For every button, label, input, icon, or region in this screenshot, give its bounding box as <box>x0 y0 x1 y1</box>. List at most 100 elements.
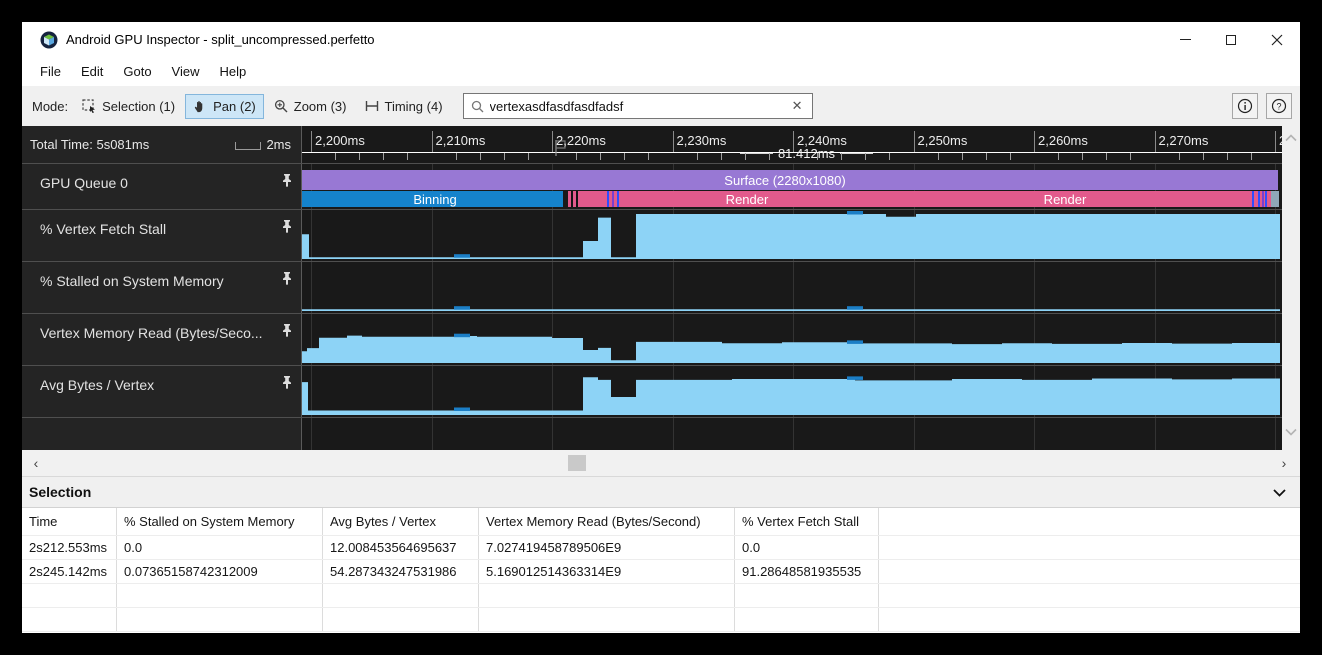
scale-bracket-icon <box>235 142 262 150</box>
mode-pan-button[interactable]: Pan (2) <box>185 93 264 119</box>
mode-selection-button[interactable]: Selection (1) <box>74 94 183 119</box>
pin-icon[interactable] <box>280 323 294 337</box>
ruler-minor-tick <box>527 153 529 160</box>
info-button[interactable] <box>1232 93 1258 119</box>
horizontal-scrollbar[interactable]: ‹ › <box>22 450 1300 476</box>
help-button[interactable]: ? <box>1266 93 1292 119</box>
mode-zoom-button[interactable]: Zoom (3) <box>266 94 355 119</box>
track-name: % Stalled on System Memory <box>40 273 224 289</box>
scroll-up-icon[interactable] <box>1285 134 1297 142</box>
ruler-minor-tick <box>455 153 457 160</box>
track-chart-cell[interactable] <box>302 210 1282 261</box>
ruler-tick-label: 2,270ms <box>1158 133 1209 148</box>
ruler-minor-tick <box>1130 153 1132 160</box>
gpu-queue-track: GPU Queue 0 Surface (2280x1080) Binning Re… <box>22 164 1282 210</box>
counter-track-row: % Stalled on System Memory <box>22 262 1282 314</box>
ruler-minor-tick <box>648 153 650 160</box>
track-label-cell[interactable]: Avg Bytes / Vertex <box>22 366 302 417</box>
ruler-major-tick <box>1034 131 1035 152</box>
pin-icon[interactable] <box>280 271 294 285</box>
gpu-slice-render[interactable] <box>568 191 1271 207</box>
track-chart-cell[interactable] <box>302 366 1282 417</box>
selected-sample-marker[interactable] <box>454 407 470 412</box>
menu-item-goto[interactable]: Goto <box>123 64 152 79</box>
chart-gridline <box>913 314 915 365</box>
gpu-slice-divider <box>1252 191 1254 207</box>
selection-panel-header[interactable]: Selection <box>22 476 1300 508</box>
ruler-minor-tick <box>624 153 626 160</box>
vertical-scrollbar[interactable] <box>1282 126 1300 450</box>
menu-bar: File Edit Goto View Help <box>22 57 1300 86</box>
selection-mode-icon <box>82 99 96 113</box>
table-row[interactable] <box>22 584 1300 608</box>
gpu-slice-divider <box>617 191 619 207</box>
scroll-right-icon[interactable]: › <box>1281 455 1287 471</box>
track-chart-cell[interactable] <box>302 262 1282 313</box>
scale-widget: 2ms <box>235 138 291 151</box>
table-cell <box>735 584 879 607</box>
empty-chart-cell[interactable] <box>302 418 1282 450</box>
pin-icon[interactable] <box>280 219 294 233</box>
ruler-tick-label: 2,230ms <box>676 133 727 148</box>
selected-sample-marker[interactable] <box>847 340 863 344</box>
gpu-slice-label: Render <box>725 191 769 207</box>
search-input[interactable] <box>489 98 790 114</box>
ruler-row: Total Time: 5s081ms 2ms 81.412ms 2,200ms… <box>22 126 1282 164</box>
gpu-queue-label-cell[interactable]: GPU Queue 0 <box>22 164 302 209</box>
maximize-button[interactable] <box>1208 22 1254 57</box>
selected-sample-marker[interactable] <box>454 254 470 258</box>
track-label-cell[interactable]: % Vertex Fetch Stall <box>22 210 302 261</box>
chart-gridline <box>913 418 915 450</box>
chart-gridline <box>913 262 915 313</box>
table-cell: 5.169012514363314E9 <box>479 560 735 583</box>
selected-sample-marker[interactable] <box>847 211 863 215</box>
search-clear-icon[interactable]: ✕ <box>791 98 803 113</box>
help-icon: ? <box>1271 98 1287 114</box>
ruler-minor-tick <box>359 153 361 160</box>
ruler-minor-tick <box>696 153 698 160</box>
chart-gridline <box>1034 314 1035 365</box>
chart-gridline <box>311 366 312 417</box>
selected-sample-marker[interactable] <box>454 333 470 338</box>
pin-icon[interactable] <box>280 173 294 187</box>
track-label-cell[interactable]: Vertex Memory Read (Bytes/Seco... <box>22 314 302 365</box>
chevron-down-icon[interactable] <box>1273 489 1286 497</box>
selected-sample-marker[interactable] <box>454 306 470 310</box>
flag-marker-icon[interactable] <box>554 139 568 157</box>
mode-buttons: Selection (1)Pan (2) Zoom (3) Timing (4) <box>74 93 452 119</box>
table-row[interactable] <box>22 608 1300 632</box>
menu-item-view[interactable]: View <box>171 64 200 79</box>
track-name: GPU Queue 0 <box>40 175 128 191</box>
menu-item-help[interactable]: Help <box>219 64 247 79</box>
table-cell: 0.0 <box>117 536 323 559</box>
ruler-minor-tick <box>1082 153 1084 160</box>
selected-sample-marker[interactable] <box>847 306 863 310</box>
menu-item-edit[interactable]: Edit <box>80 64 104 79</box>
mode-timing-button[interactable]: Timing (4) <box>357 94 451 119</box>
mode-button-label: Zoom (3) <box>293 98 347 114</box>
scroll-thumb[interactable] <box>568 455 586 471</box>
ruler-major-tick <box>311 131 312 152</box>
scroll-down-icon[interactable] <box>1285 428 1297 436</box>
table-cell <box>323 608 479 631</box>
track-name: Avg Bytes / Vertex <box>40 377 155 393</box>
scroll-left-icon[interactable]: ‹ <box>33 455 39 471</box>
selected-sample-marker[interactable] <box>847 376 863 380</box>
gpu-slice-render[interactable] <box>1271 191 1279 207</box>
pin-icon[interactable] <box>280 375 294 389</box>
minimize-button[interactable] <box>1162 22 1208 57</box>
close-button[interactable] <box>1254 22 1300 57</box>
menu-item-file[interactable]: File <box>40 64 61 79</box>
ruler-minor-tick <box>407 153 409 160</box>
gpu-slice-surface[interactable]: Surface (2280x1080) <box>302 170 1278 190</box>
track-label-cell[interactable]: % Stalled on System Memory <box>22 262 302 313</box>
gpu-slice-binning[interactable]: Binning <box>302 191 563 207</box>
track-chart-cell[interactable] <box>302 314 1282 365</box>
gpu-slice-label: Surface (2280x1080) <box>724 172 846 188</box>
table-cell <box>735 608 879 631</box>
